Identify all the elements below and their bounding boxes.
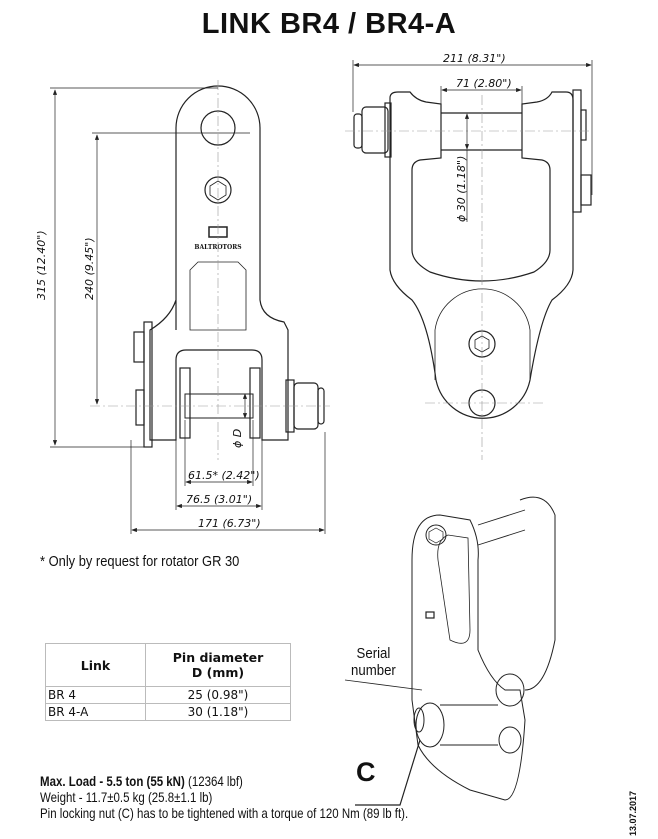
table-row: BR 4-A 30 (1.18")	[45, 703, 291, 721]
callout-c-leader	[355, 739, 421, 806]
page-title: LINK BR4 / BR4-A	[201, 8, 457, 40]
dim-pin-diameter: ϕ 30 (1.18")	[455, 156, 468, 222]
document-date: 13.07.2017	[628, 790, 638, 836]
header-line2: D (mm)	[191, 665, 245, 680]
cell-diameter: 25 (0.98")	[145, 686, 291, 704]
pin-diameter-label: ϕ D	[231, 429, 244, 448]
max-load: Max. Load - 5.5 ton (55 kN)	[40, 773, 185, 789]
weight: Weight - 11.7±0.5 kg (25.8±1.1 lb)	[40, 789, 213, 805]
isometric-view-drawing	[411, 496, 556, 801]
max-load-lbf: (12364 lbf)	[184, 773, 243, 789]
dim-pin-height: 240 (9.45")	[83, 237, 96, 300]
dim-total-height: 315 (12.40")	[35, 230, 48, 300]
table-row: BR 4 25 (0.98")	[45, 686, 291, 704]
cell-link: BR 4-A	[45, 703, 146, 721]
lock-nut-icon	[361, 106, 389, 154]
dim-total-width: 171 (6.73")	[198, 517, 261, 530]
cell-diameter: 30 (1.18")	[145, 703, 291, 721]
serial-line2: number	[351, 662, 396, 679]
dim-inner-width: 61.5* (2.42")	[188, 469, 260, 482]
callout-c-label: C	[356, 757, 376, 787]
specifications: Max. Load - 5.5 ton (55 kN) (12364 lbf) …	[40, 773, 408, 821]
dim-side-total-width: 211 (8.31")	[443, 52, 506, 65]
header-line1: Pin diameter	[172, 650, 264, 665]
front-view-drawing: BALTROTORS 315 (12.40") 240 (9.45") ϕ D …	[35, 80, 330, 534]
dim-outer-jaw-width: 76.5 (3.01")	[186, 493, 252, 506]
serial-line1: Serial	[356, 645, 391, 662]
header-link: Link	[45, 643, 146, 687]
side-view-drawing: 211 (8.31") 71 (2.80") ϕ 30 (1.18")	[345, 52, 593, 460]
cell-link: BR 4	[45, 686, 146, 704]
torque-note: Pin locking nut (C) has to be tightened …	[40, 805, 409, 821]
footnote: * Only by request for rotator GR 30	[40, 553, 240, 570]
dim-jaw-width: 71 (2.80")	[456, 77, 512, 90]
